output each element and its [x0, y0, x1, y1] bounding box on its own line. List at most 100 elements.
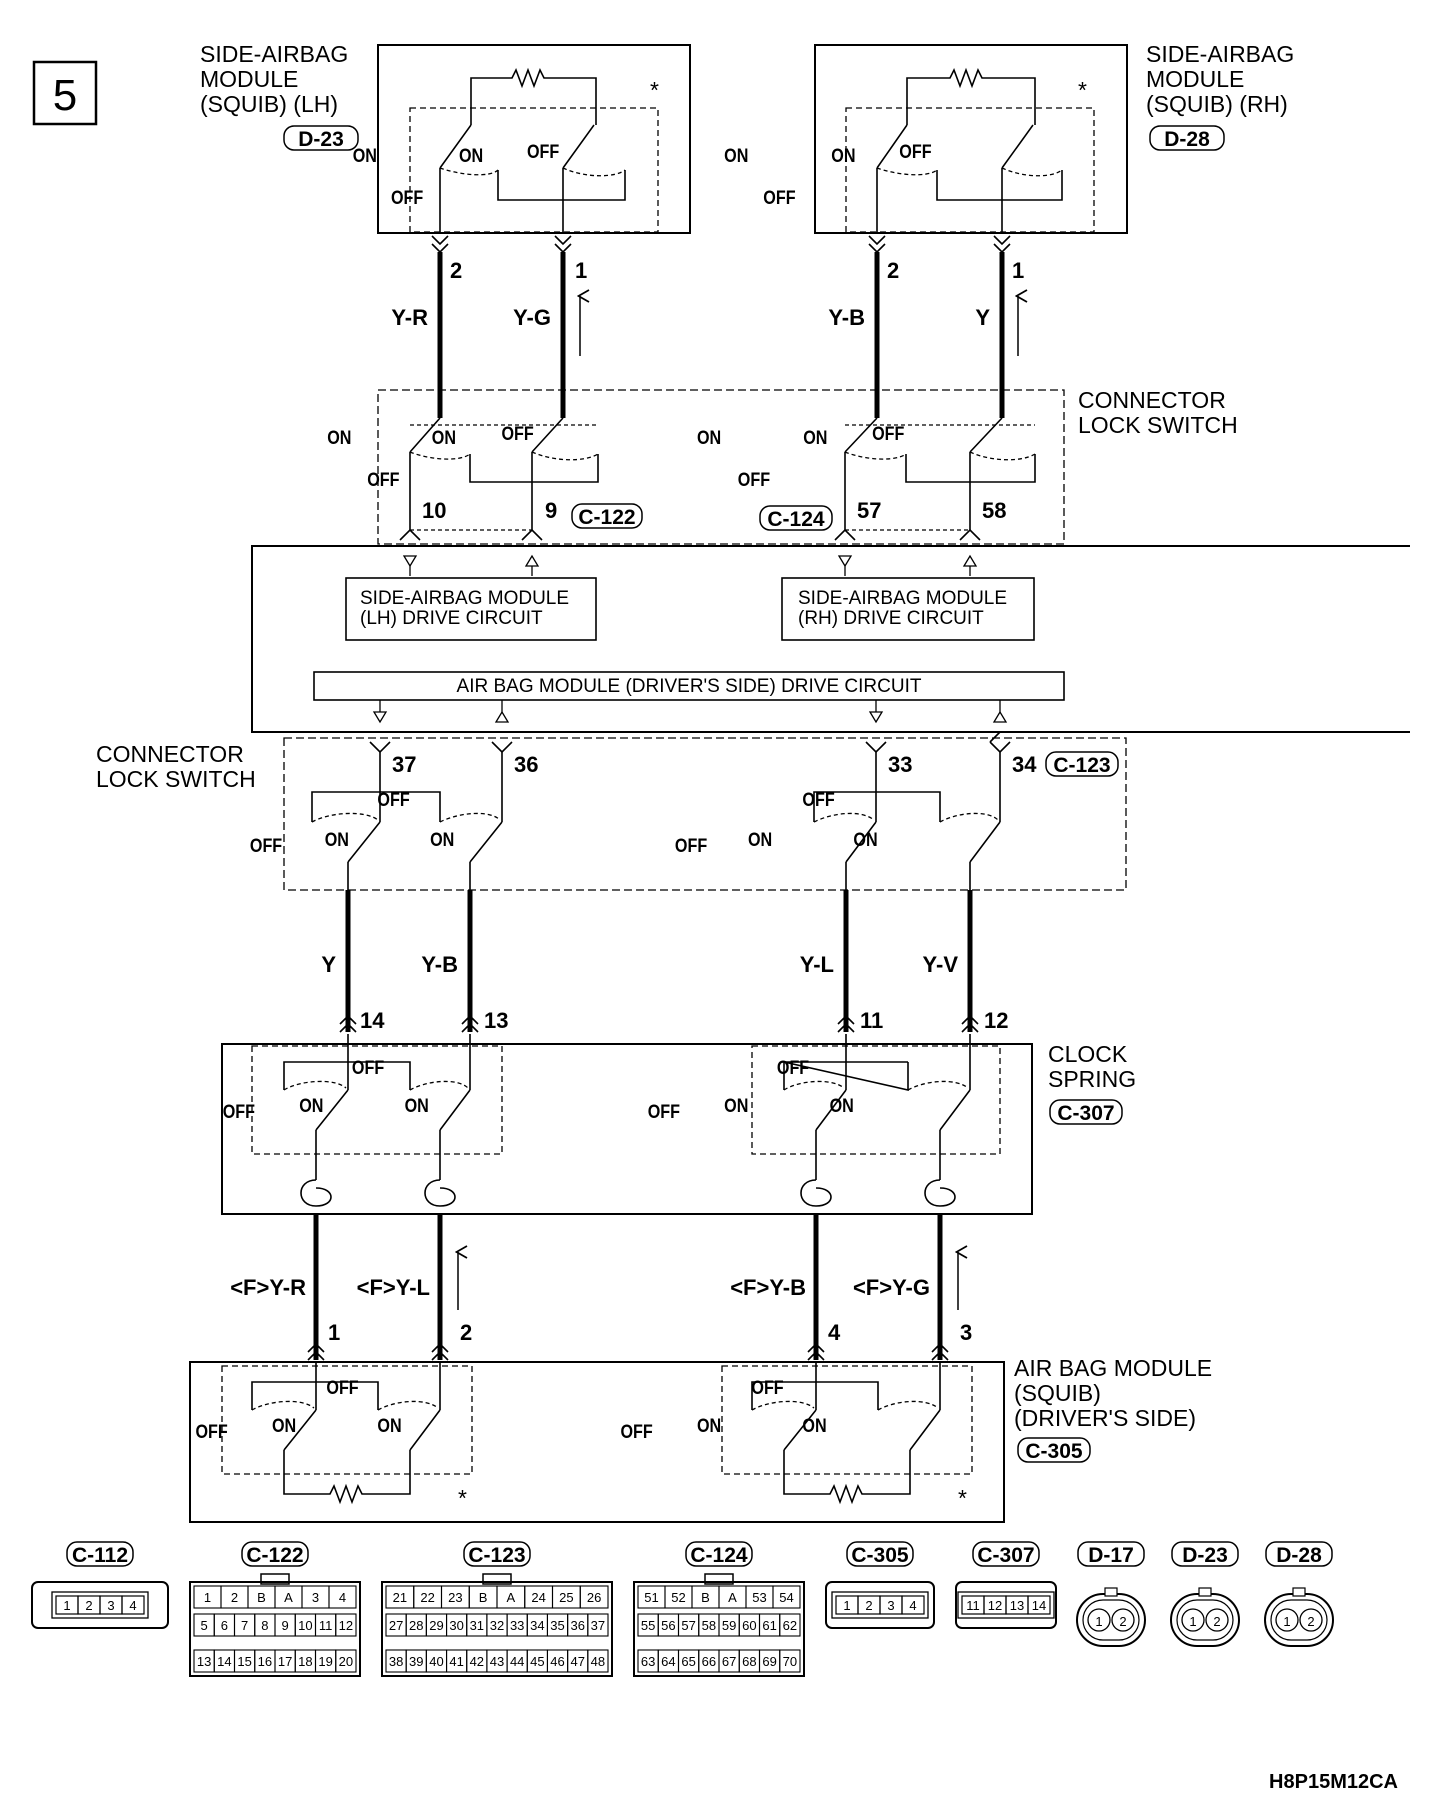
wire-color: <F>Y-G [853, 1275, 930, 1300]
connector-pin: 40 [429, 1654, 443, 1669]
connector-pin: 2 [1119, 1614, 1126, 1629]
switch-on-label: ON [803, 427, 827, 449]
connector-pin: 1 [204, 1590, 211, 1605]
connector-view-label: C-305 [851, 1544, 909, 1567]
switch-on-label: ON [697, 1415, 721, 1437]
connector-code-c305: C-305 [1025, 1440, 1083, 1463]
connector-pin: 1 [1189, 1614, 1196, 1629]
wire-color: <F>Y-R [230, 1275, 306, 1300]
ecu-pin: 10 [422, 498, 446, 523]
connector-pin: 56 [661, 1618, 675, 1633]
connector-view-label: D-17 [1088, 1544, 1134, 1567]
wire-color: Y [975, 305, 990, 330]
connector-pin: 19 [318, 1654, 332, 1669]
connector-pin: 6 [221, 1618, 228, 1633]
wire-color: Y-V [923, 952, 959, 977]
connector-pin: 35 [550, 1618, 564, 1633]
switch-off-label: OFF [196, 1421, 228, 1443]
connector-pin: B [257, 1590, 266, 1605]
side-airbag-lh-title-3: (SQUIB) (LH) [200, 91, 338, 117]
connector-pin: 11 [966, 1598, 980, 1613]
connector-code-c122: C-122 [578, 506, 635, 529]
connector-pin: 5 [201, 1618, 208, 1633]
connector-lock-switch-upper-title-1: CONNECTOR [1078, 387, 1226, 413]
connector-pin: 20 [339, 1654, 353, 1669]
connector-pin: 42 [470, 1654, 484, 1669]
connector-pin: 18 [298, 1654, 312, 1669]
connector-pin: 2 [231, 1590, 238, 1605]
wire-pin: 2 [450, 258, 462, 283]
wire-pin: 11 [860, 1008, 883, 1033]
wire-color: Y-B [828, 305, 865, 330]
connector-pin: B [479, 1590, 488, 1605]
connector-pin: 26 [587, 1590, 601, 1605]
page-number-box: 5 [32, 60, 98, 126]
connector-pin: 17 [278, 1654, 292, 1669]
connector-pin: 48 [591, 1654, 605, 1669]
connector-pin: 52 [671, 1590, 685, 1605]
connector-pin: 3 [107, 1598, 114, 1613]
wire-pin: 2 [460, 1320, 472, 1345]
asterisk: * [458, 1485, 467, 1511]
switch-off-label: OFF [648, 1101, 680, 1123]
connector-pin: 46 [550, 1654, 564, 1669]
ecu-pin: 36 [514, 752, 538, 777]
connector-view-d-17: D-17 1 2 [1076, 1541, 1146, 1647]
connector-pin: A [284, 1590, 293, 1605]
switch-off-label: OFF [675, 835, 707, 857]
wire-color: Y-B [421, 952, 458, 977]
connector-pin: 4 [339, 1590, 346, 1605]
connector-pin: 38 [389, 1654, 403, 1669]
clock-spring-title-1: CLOCK [1048, 1041, 1128, 1067]
connector-pin: 70 [783, 1654, 797, 1669]
connector-pin: 24 [531, 1590, 545, 1605]
page-number: 5 [53, 71, 77, 120]
footer-code: H8P15M12CA [1269, 1771, 1398, 1793]
connector-pin: 34 [530, 1618, 544, 1633]
connector-view-label: C-123 [468, 1544, 525, 1567]
connector-view-label: C-122 [246, 1544, 303, 1567]
srs-ecu-box: SIDE-AIRBAG MODULE (LH) DRIVE CIRCUIT SI… [251, 545, 1410, 733]
switch-off-label: OFF [223, 1101, 255, 1123]
connector-pin: 14 [217, 1654, 231, 1669]
side-airbag-lh-title-2: MODULE [200, 66, 298, 92]
switch-on-label: ON [724, 1095, 748, 1117]
bottom-wires [307, 1214, 958, 1361]
ecu-pin: 33 [888, 752, 912, 777]
side-airbag-rh-module: ON ON OFF OFF * SIDE-AIRBAG MODULE (SQUI… [724, 41, 1294, 234]
switch-on-label: ON [853, 829, 877, 851]
ecu-pin: 58 [982, 498, 1006, 523]
switch-on-label: ON [325, 829, 349, 851]
connector-pin: 2 [1307, 1614, 1314, 1629]
switch-off-label: OFF [872, 423, 904, 445]
connector-pin: 2 [865, 1598, 872, 1613]
connector-pin: 44 [510, 1654, 524, 1669]
switch-on-label: ON [272, 1415, 296, 1437]
connector-pin: 61 [762, 1618, 776, 1633]
clock-spring: OFF ON OFF ON OFF ON OFF ON CLOCK SPRING… [221, 1034, 1136, 1215]
connector-pin: 63 [641, 1654, 655, 1669]
connector-lock-switch-lower-title-1: CONNECTOR [96, 741, 244, 767]
connector-pin: 43 [490, 1654, 504, 1669]
connector-pin: 30 [449, 1618, 463, 1633]
switch-off-label: OFF [751, 1377, 783, 1399]
connector-code-c307: C-307 [1057, 1102, 1114, 1125]
connector-pin: 2 [85, 1598, 92, 1613]
switch-on-label: ON [327, 427, 351, 449]
connector-pin: 60 [742, 1618, 756, 1633]
switch-off-label: OFF [326, 1377, 358, 1399]
clock-spring-title-2: SPRING [1048, 1066, 1136, 1092]
switch-on-label: ON [432, 427, 456, 449]
wire-pin: 2 [887, 258, 899, 283]
connector-pin: 67 [722, 1654, 736, 1669]
switch-on-label: ON [831, 145, 855, 167]
connector-pin: 51 [644, 1590, 658, 1605]
switch-off-label: OFF [367, 469, 399, 491]
switch-off-label: OFF [391, 187, 423, 209]
ecu-pin: 57 [857, 498, 881, 523]
connector-pin: 1 [1095, 1614, 1102, 1629]
